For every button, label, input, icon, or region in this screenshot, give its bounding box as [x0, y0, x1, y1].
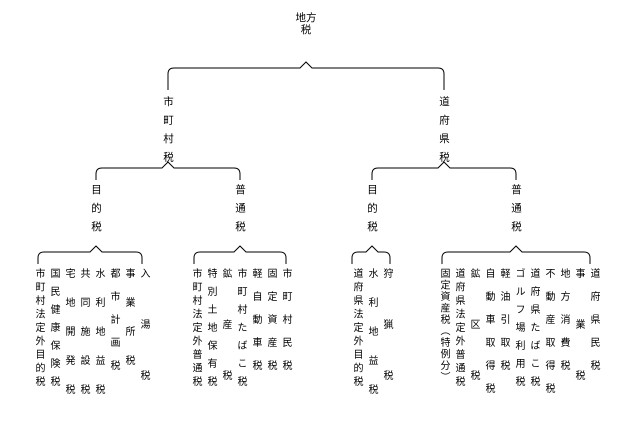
- leaf-prefectural-ordinary-10: 道府県民税: [588, 268, 599, 383]
- brace-municipal-purpose: [37, 245, 143, 264]
- brace-root: [167, 61, 445, 90]
- brace-prefectural: [371, 161, 517, 180]
- leaf-municipal-ordinary-5: 固定資産税: [265, 268, 276, 383]
- leaf-prefectural-purpose-0: 道府県法定外目的税: [351, 268, 362, 390]
- leaf-prefectural-ordinary-8: 地方消費税: [558, 268, 569, 383]
- leaf-municipal-ordinary-1: 特別土地保有税: [205, 268, 216, 394]
- leaf-municipal-purpose-5: 都市計画税: [108, 268, 119, 383]
- leaf-municipal-purpose-0: 市町村法定外目的税: [33, 268, 44, 390]
- leaf-municipal-purpose-4: 水利地益税: [93, 268, 104, 413]
- leaf-prefectural-ordinary-4: 軽油引取税: [498, 268, 509, 383]
- brace-prefectural-purpose: [351, 245, 391, 264]
- brace-municipal-ordinary: [193, 245, 287, 264]
- root-label-line-1: 地方: [295, 12, 317, 24]
- leaf-prefectural-ordinary-0: 固定資産税（特例分）: [438, 268, 449, 383]
- branch-prefectural-label: 道府県税: [438, 96, 450, 170]
- leaf-municipal-ordinary-2: 鉱産税: [220, 268, 231, 421]
- leaf-municipal-ordinary-3: 市町村たばこ税: [235, 268, 246, 394]
- leaf-prefectural-ordinary-7: 不動産取得税: [543, 268, 554, 406]
- leaf-municipal-purpose-3: 共同施設税: [78, 268, 89, 413]
- municipal-purpose-label: 目的税: [90, 184, 102, 240]
- leaf-municipal-purpose-2: 宅地開発税: [63, 268, 74, 413]
- leaf-prefectural-purpose-2: 狩猟税: [381, 268, 392, 421]
- root-label: 地方 税: [288, 12, 324, 36]
- leaf-prefectural-ordinary-9: 事業税: [573, 268, 584, 421]
- leaf-municipal-purpose-7: 入湯税: [138, 268, 149, 421]
- prefectural-ordinary-label: 普通税: [510, 184, 522, 240]
- municipal-ordinary-label: 普通税: [234, 184, 246, 240]
- leaf-prefectural-ordinary-6: 道府県たばこ税: [528, 268, 539, 394]
- leaf-municipal-ordinary-0: 市町村法定外普通税: [190, 268, 201, 390]
- leaf-prefectural-ordinary-5: ゴルフ場利用税: [513, 268, 524, 394]
- root-label-line-2: 税: [300, 24, 312, 36]
- brace-municipal: [95, 161, 241, 180]
- leaf-prefectural-ordinary-1: 道府県法定外普通税: [453, 268, 464, 390]
- branch-municipal-label: 市町村税: [162, 96, 174, 170]
- leaf-prefectural-ordinary-2: 鉱区税: [468, 268, 479, 421]
- leaf-prefectural-ordinary-3: 自動車取得税: [483, 268, 494, 406]
- leaf-municipal-ordinary-6: 市町村民税: [280, 268, 291, 383]
- leaf-municipal-purpose-6: 事業所税: [123, 268, 134, 384]
- leaf-prefectural-purpose-1: 水利地益税: [366, 268, 377, 413]
- leaf-municipal-ordinary-4: 軽自動車税: [250, 268, 261, 383]
- prefectural-purpose-label: 目的税: [366, 184, 378, 240]
- brace-prefectural-ordinary: [441, 245, 591, 264]
- leaf-municipal-purpose-1: 国民健康保険税: [48, 268, 59, 394]
